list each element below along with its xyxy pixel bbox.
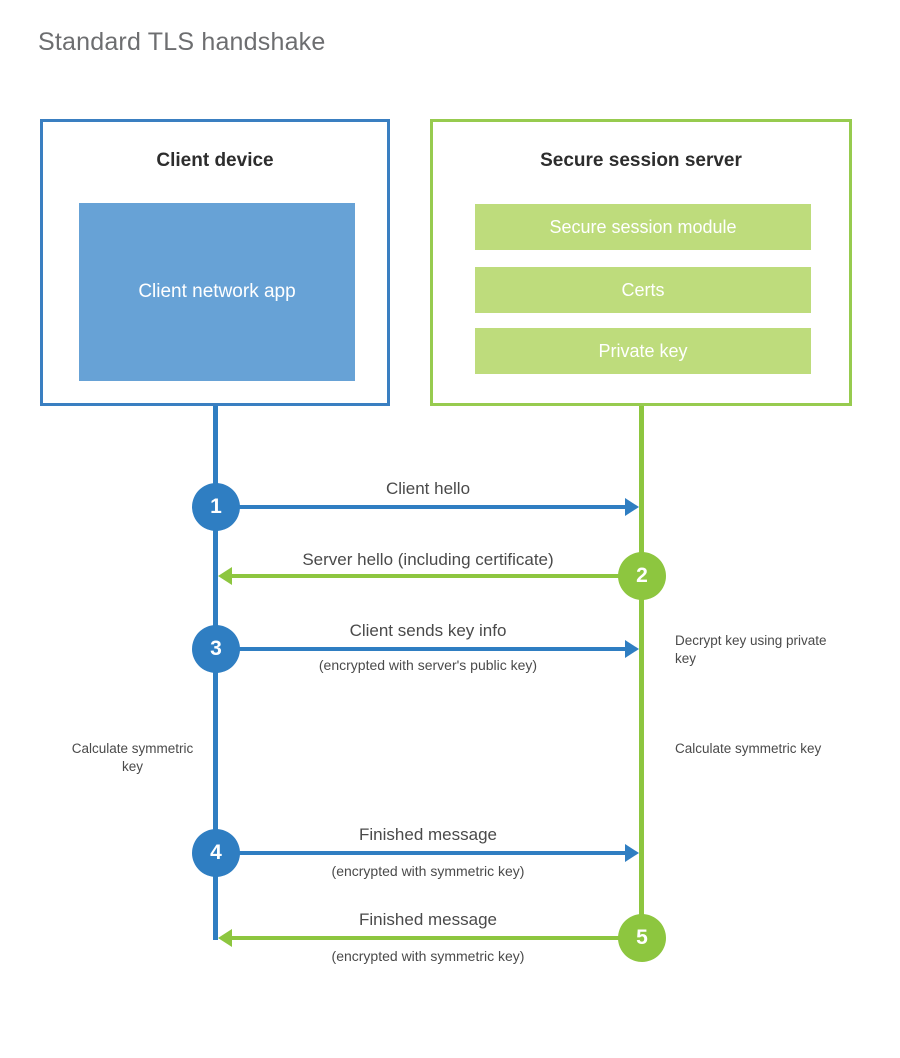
step-1-arrow-head-icon bbox=[625, 498, 639, 516]
client-network-app-block: Client network app bbox=[79, 203, 355, 381]
server-component-private-key: Private key bbox=[475, 328, 811, 374]
secure-session-server-title: Secure session server bbox=[540, 150, 742, 171]
server-component-certs: Certs bbox=[475, 267, 811, 313]
step-2-arrow-head-icon bbox=[218, 567, 232, 585]
step-5-message-label: Finished message bbox=[359, 910, 497, 929]
step-marker-1: 1 bbox=[192, 483, 240, 531]
annotation-decrypt-key: Decrypt key using private key bbox=[675, 633, 827, 667]
server-component-secure-session-module: Secure session module bbox=[475, 204, 811, 250]
step-3-arrow-line bbox=[215, 647, 625, 651]
step-1-arrow-line bbox=[215, 505, 625, 509]
step-5-arrow-head-icon bbox=[218, 929, 232, 947]
step-4-arrow-head-icon bbox=[625, 844, 639, 862]
step-2-message-label: Server hello (including certificate) bbox=[302, 550, 554, 569]
secure-session-server-box: Secure session server Secure session mod… bbox=[430, 119, 852, 406]
annotation-client-calculate-symmetric-key: Calculate symmetric key bbox=[71, 741, 194, 775]
step-2-arrow-line bbox=[232, 574, 632, 578]
client-device-box: Client device Client network app bbox=[40, 119, 390, 406]
step-marker-4: 4 bbox=[192, 829, 240, 877]
step-3-message-label: Client sends key info bbox=[349, 621, 507, 640]
step-5-arrow-line bbox=[232, 936, 632, 940]
step-5-message-sublabel: (encrypted with symmetric key) bbox=[331, 948, 525, 964]
step-3-arrow-head-icon bbox=[625, 640, 639, 658]
page-title: Standard TLS handshake bbox=[38, 28, 326, 56]
client-device-title: Client device bbox=[156, 150, 274, 171]
step-4-message-label: Finished message bbox=[359, 825, 497, 844]
step-marker-3: 3 bbox=[192, 625, 240, 673]
step-4-message-sublabel: (encrypted with symmetric key) bbox=[331, 863, 525, 879]
step-marker-5: 5 bbox=[618, 914, 666, 962]
client-lifeline bbox=[213, 406, 218, 940]
server-lifeline bbox=[639, 406, 644, 940]
step-3-message-sublabel: (encrypted with server's public key) bbox=[318, 657, 538, 673]
step-marker-2: 2 bbox=[618, 552, 666, 600]
annotation-server-calculate-symmetric-key: Calculate symmetric key bbox=[675, 741, 822, 756]
step-4-arrow-line bbox=[215, 851, 625, 855]
step-1-message-label: Client hello bbox=[385, 479, 471, 498]
